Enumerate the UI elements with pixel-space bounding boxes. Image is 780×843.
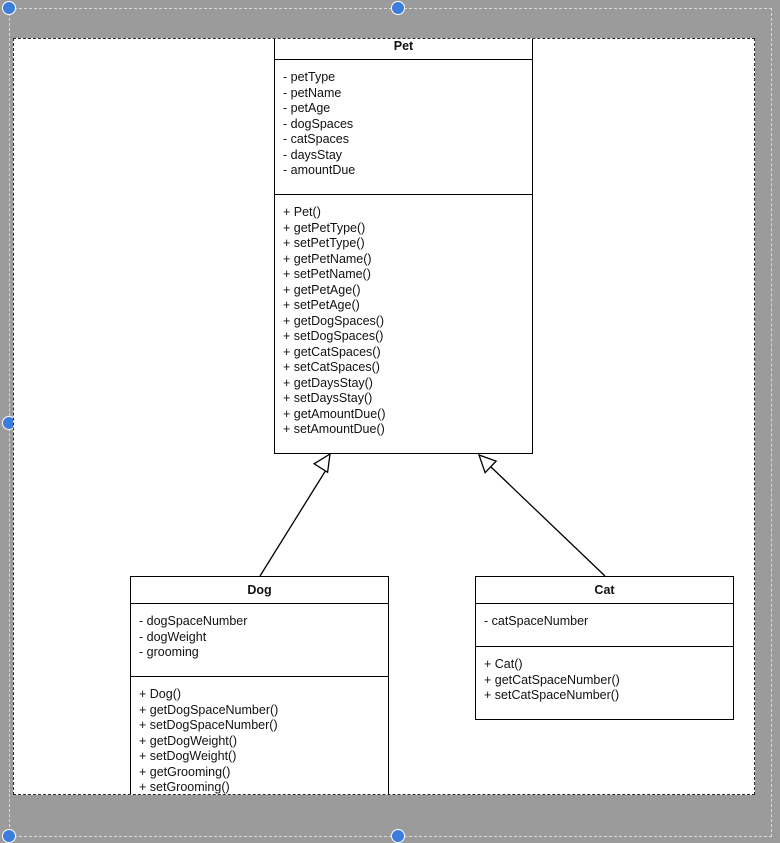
resize-handle-bottom-center[interactable] — [391, 829, 405, 843]
attribute: - dogSpaceNumber — [139, 614, 248, 628]
resize-handle-top-left[interactable] — [2, 1, 16, 15]
relations-layer — [259, 452, 606, 577]
method: + setPetAge() — [283, 298, 360, 312]
method: + getDogWeight() — [139, 733, 238, 748]
attribute: - dogSpaces — [283, 116, 354, 131]
method: + getPetName() — [283, 251, 372, 266]
method: + getDogSpaceNumber() — [139, 702, 279, 717]
method: + getPetType() — [283, 220, 366, 235]
attribute: - amountDue — [283, 163, 356, 177]
attribute-list: - petType - petName - petAge - dogSpaces… — [275, 60, 532, 195]
resize-handle-top-center[interactable] — [391, 1, 405, 15]
method: + getDogSpaces() — [283, 313, 385, 328]
method: + getPetAge() — [283, 282, 361, 297]
class-name: Dog — [131, 577, 388, 604]
method: + getDaysStay() — [283, 375, 373, 390]
method: + getCatSpaces() — [283, 344, 381, 359]
method: + setDogSpaces() — [283, 329, 384, 343]
attribute: - petName — [283, 85, 342, 100]
method: + setDogSpaceNumber() — [139, 718, 278, 732]
method: + setDogWeight() — [139, 749, 237, 763]
method-list: + Pet() + getPetType() + setPetType() + … — [275, 195, 532, 438]
class-name: Pet — [275, 39, 532, 60]
attribute: - catSpaceNumber — [484, 614, 589, 628]
generalization-arrow-cat-pet — [477, 453, 498, 474]
attribute-list: - dogSpaceNumber - dogWeight - grooming — [131, 604, 388, 677]
method: + setCatSpaces() — [283, 360, 380, 374]
attribute: - grooming — [139, 645, 199, 659]
method: + setCatSpaceNumber() — [484, 688, 620, 702]
class-name: Cat — [476, 577, 733, 604]
method: + getGrooming() — [139, 764, 231, 779]
method-list: + Dog() + getDogSpaceNumber() + setDogSp… — [131, 677, 388, 794]
attribute: - petAge — [283, 101, 331, 115]
attribute: - daysStay — [283, 147, 343, 162]
class-pet[interactable]: Pet - petType - petName - petAge - dogSp… — [274, 39, 533, 454]
attribute-list: - catSpaceNumber — [476, 604, 733, 647]
resize-handle-bottom-left[interactable] — [2, 829, 16, 843]
attribute: - catSpaces — [283, 132, 350, 146]
attribute: - dogWeight — [139, 629, 207, 644]
method: + Cat() — [484, 657, 523, 671]
method: + setDaysStay() — [283, 391, 373, 405]
method: + getAmountDue() — [283, 406, 386, 421]
method: + getCatSpaceNumber() — [484, 672, 620, 687]
diagram-canvas[interactable]: Pet - petType - petName - petAge - dogSp… — [13, 38, 755, 795]
method: + Pet() — [283, 205, 321, 219]
method: + setPetType() — [283, 236, 365, 250]
generalization-arrow-dog-pet — [312, 452, 331, 474]
class-dog[interactable]: Dog - dogSpaceNumber - dogWeight - groom… — [130, 576, 389, 794]
generalization-line-dog-pet[interactable] — [259, 469, 327, 577]
method: + setAmountDue() — [283, 422, 385, 436]
attribute: - petType — [283, 70, 336, 84]
class-cat[interactable]: Cat - catSpaceNumber + Cat() + getCatSpa… — [475, 576, 734, 720]
generalization-line-cat-pet[interactable] — [490, 466, 606, 577]
method: + setGrooming() — [139, 780, 230, 794]
method: + setPetName() — [283, 267, 371, 281]
method: + Dog() — [139, 687, 182, 701]
method-list: + Cat() + getCatSpaceNumber() + setCatSp… — [476, 647, 733, 704]
